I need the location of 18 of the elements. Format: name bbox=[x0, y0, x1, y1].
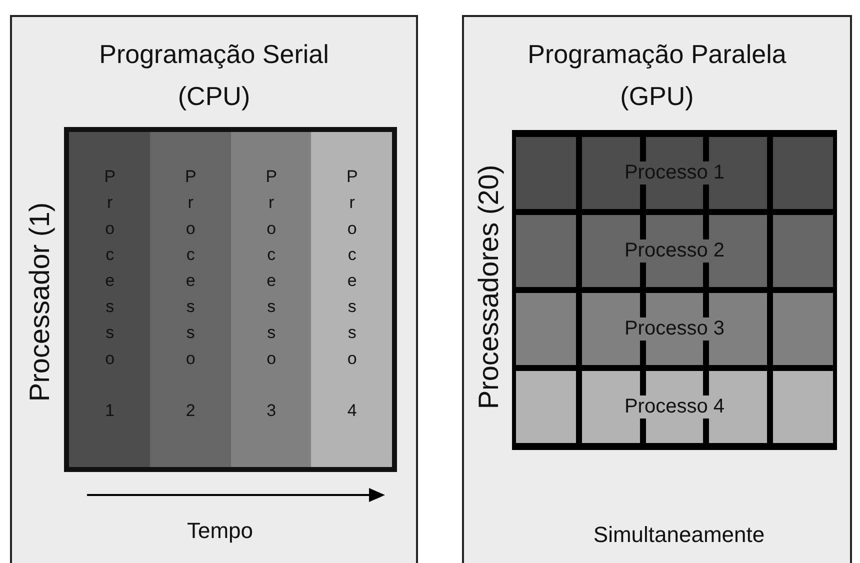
processor-grid bbox=[512, 130, 837, 450]
axis-label: Processador (1) bbox=[24, 202, 56, 402]
process-column: Processo 4 bbox=[311, 132, 392, 467]
panel-title: Programação Serial (CPU) bbox=[98, 38, 330, 113]
process-row bbox=[516, 215, 833, 287]
axis-label: Processadores (20) bbox=[473, 164, 505, 410]
process-column: Processo 1 bbox=[69, 132, 150, 467]
panel-title: Programação Paralela (GPU) bbox=[526, 38, 788, 113]
process-row bbox=[516, 137, 833, 209]
process-frame bbox=[64, 127, 397, 472]
process-column: Processo 3 bbox=[230, 132, 312, 467]
process-row bbox=[516, 293, 833, 365]
process-column: Processo 2 bbox=[150, 132, 230, 467]
caption-text: Simultaneamente bbox=[593, 522, 765, 548]
panel bbox=[10, 15, 418, 563]
process-row bbox=[516, 371, 833, 443]
panel bbox=[462, 15, 852, 563]
axis-label: Tempo bbox=[186, 518, 254, 544]
